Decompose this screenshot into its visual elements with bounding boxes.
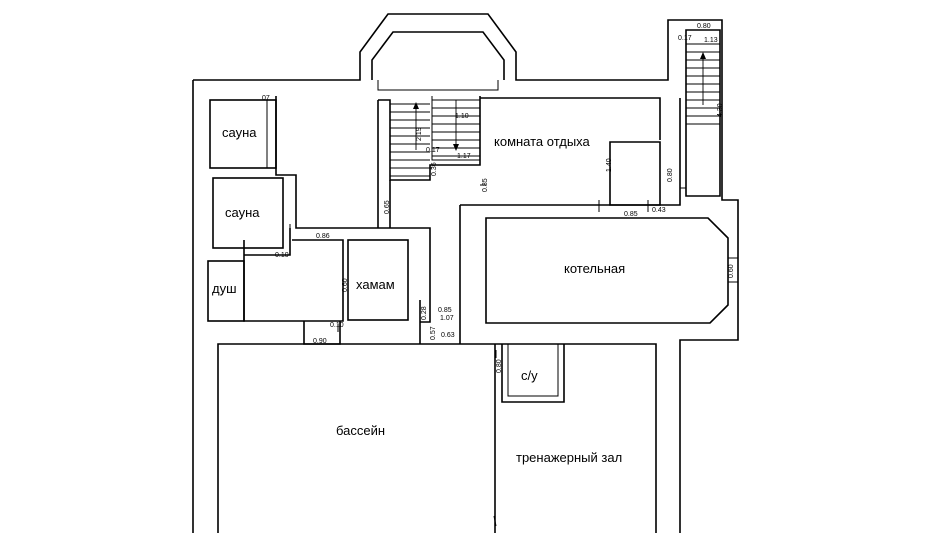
dim-label: 1.17	[457, 153, 471, 160]
dim-label: 4.30	[717, 103, 724, 117]
dim-label: 0.57	[430, 326, 437, 340]
dim-label: 0.28	[421, 306, 428, 320]
dim-label: 0.60	[342, 278, 349, 292]
dimension-ticks	[289, 167, 686, 358]
room-label-wc: с/у	[521, 368, 538, 383]
room-label-rest-room: комната отдыха	[494, 134, 591, 149]
dim-label: 0.85	[438, 307, 452, 314]
dim-label: 07	[262, 95, 270, 102]
dim-label: 0.36	[431, 162, 438, 176]
dim-label: 0.17	[426, 147, 440, 154]
dim-label: 0.10	[330, 322, 344, 329]
room-label-sauna-2: сауна	[225, 205, 260, 220]
dim-label: 1.40	[606, 158, 613, 172]
room-label-gym: тренажерный зал	[516, 450, 622, 465]
room-label-hamam: хамам	[356, 277, 395, 292]
dim-label: 0.90	[313, 338, 327, 345]
dim-label: 0.43	[652, 207, 666, 214]
dim-label: 0.60	[728, 264, 735, 278]
room-label-pool: бассейн	[336, 423, 385, 438]
pool-gym-walls	[217, 343, 657, 533]
right-stairs	[685, 43, 720, 196]
room-label-boiler: котельная	[564, 261, 625, 276]
dim-label: 0.80	[697, 23, 711, 30]
room-label-sauna-1: сауна	[222, 125, 257, 140]
dim-label: 0.85	[482, 178, 489, 192]
dim-label: 0.63	[441, 332, 455, 339]
room-label-shower: душ	[212, 281, 237, 296]
central-stairs	[377, 96, 481, 228]
dim-label: 1.13	[704, 37, 718, 44]
dim-label: 0.80	[667, 168, 674, 182]
dim-label: 0.10	[275, 252, 289, 259]
dim-label: 0.80	[496, 359, 503, 373]
rest-boiler-walls	[459, 97, 739, 344]
dim-label: 1.10	[455, 113, 469, 120]
dim-label: 1.07	[440, 315, 454, 322]
spa-walls	[207, 96, 431, 345]
dim-label: 2.19	[416, 127, 423, 141]
dim-label: 0.17	[678, 35, 692, 42]
dim-label: 0.85	[624, 211, 638, 218]
dim-label: 0.65	[384, 200, 391, 214]
dim-label: 0.86	[316, 233, 330, 240]
outer-walls	[192, 13, 739, 533]
